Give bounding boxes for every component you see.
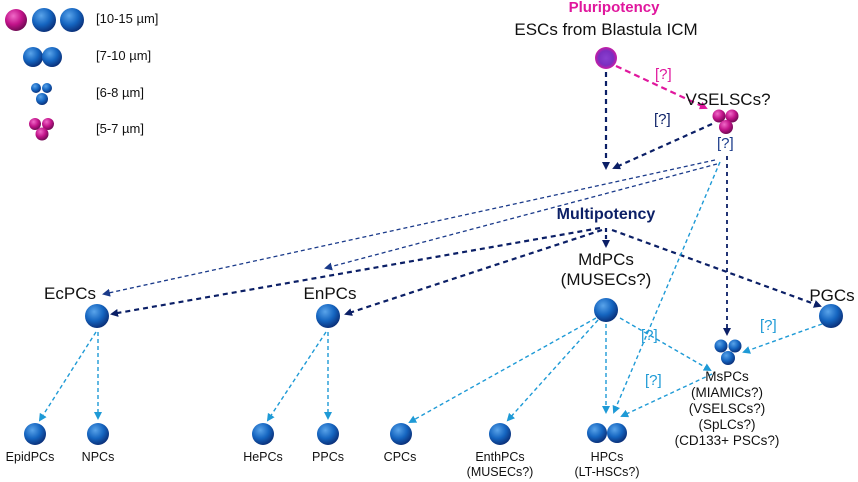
- enpcs-label: EnPCs: [303, 284, 357, 303]
- arrow-vselscs-to-enpcs: [324, 163, 718, 271]
- legend-icon-10-15: [5, 8, 84, 32]
- question-mark-navy: [?]: [654, 111, 671, 128]
- legend-icon-6-8: [31, 83, 52, 105]
- legend-icon-7-10: [23, 47, 62, 67]
- hpcs-label: HPCs: [590, 450, 624, 464]
- arrow-enpcs-to-hepcs: [266, 331, 327, 422]
- question-mark-pgcs: [?]: [760, 317, 777, 334]
- mdpcs-label: MdPCs: [578, 250, 634, 269]
- question-mark-hpcs: [?]: [645, 372, 662, 389]
- arrow-mdpcs-to-mspcs: [619, 317, 712, 372]
- arrow-ecpcs-to-epidpcs: [38, 331, 97, 422]
- cpcs-label: CPCs: [383, 450, 417, 464]
- arrow-mdpcs-to-cpcs: [408, 317, 597, 423]
- multipotency-label: Multipotency: [556, 206, 656, 223]
- mspcs-vselscs-label: (VSELSCs?): [688, 401, 766, 416]
- legend-label-10-15: [10-15 µm]: [96, 11, 159, 26]
- question-mark-mdpcs: [?]: [641, 327, 658, 344]
- epidpcs-label: EpidPCs: [5, 450, 55, 464]
- arrow-mspcs-to-hpcs: [620, 373, 713, 418]
- mspcs-cells: [714, 339, 742, 365]
- enthpcs-label: EnthPCs: [475, 450, 525, 464]
- arrow-vselscs-to-hpcs: [612, 161, 721, 414]
- vselscs-cells: [712, 109, 739, 134]
- mspcs-splcs-label: (SpLCs?): [698, 417, 756, 432]
- arrow-vselscs-to-esc-line: [612, 122, 713, 170]
- legend-label-6-8: [6-8 µm]: [96, 85, 144, 100]
- question-mark-vselscs: [?]: [717, 135, 734, 152]
- hpcs-lthscs-label: (LT-HSCs?): [574, 465, 640, 479]
- ppcs-label: PPCs: [312, 450, 344, 464]
- epidpcs-cell: [24, 423, 46, 445]
- mspcs-cd133-label: (CD133+ PSCs?): [674, 433, 780, 448]
- pgcs-cell: [819, 304, 843, 328]
- enpcs-cell: [316, 304, 340, 328]
- enthpcs-cell: [489, 423, 511, 445]
- arrow-esc-to-vselscs: [615, 65, 708, 110]
- legend-label-5-7: [5-7 µm]: [96, 121, 144, 136]
- ecpcs-label: EcPCs: [44, 284, 96, 303]
- arrow-mdpcs-to-enthpcs: [506, 319, 599, 422]
- pluripotency-label: Pluripotency: [568, 0, 660, 16]
- arrow-vselscs-to-ecpcs: [102, 159, 716, 297]
- mdpcs-cell: [594, 298, 618, 322]
- legend-label-7-10: [7-10 µm]: [96, 48, 152, 63]
- enthpcs-musecs-label: (MUSECs?): [466, 465, 534, 479]
- npcs-label: NPCs: [81, 450, 115, 464]
- arrow-pgcs-to-mspcs: [742, 323, 823, 354]
- hepcs-label: HePCs: [243, 450, 283, 464]
- hepcs-cell: [252, 423, 274, 445]
- legend-icon-5-7: [29, 118, 54, 141]
- cpcs-cell: [390, 423, 412, 445]
- arrow-multi-to-pgcs: [611, 228, 822, 308]
- question-mark-pink: [?]: [655, 66, 672, 83]
- arrow-multi-to-ecpcs: [110, 226, 601, 317]
- mspcs-miamics-label: (MIAMICs?): [691, 385, 763, 400]
- pgcs-label: PGCs: [809, 286, 855, 305]
- esc-cell: [595, 47, 617, 69]
- mdpcs-musecs-label: (MUSECs?): [560, 270, 652, 289]
- escs-label: ESCs from Blastula ICM: [514, 20, 698, 39]
- mspcs-label: MsPCs: [705, 369, 749, 384]
- npcs-cell: [87, 423, 109, 445]
- hpcs-cells: [587, 423, 627, 443]
- ecpcs-cell: [85, 304, 109, 328]
- vselscs-label: VSELSCs?: [685, 90, 771, 109]
- ppcs-cell: [317, 423, 339, 445]
